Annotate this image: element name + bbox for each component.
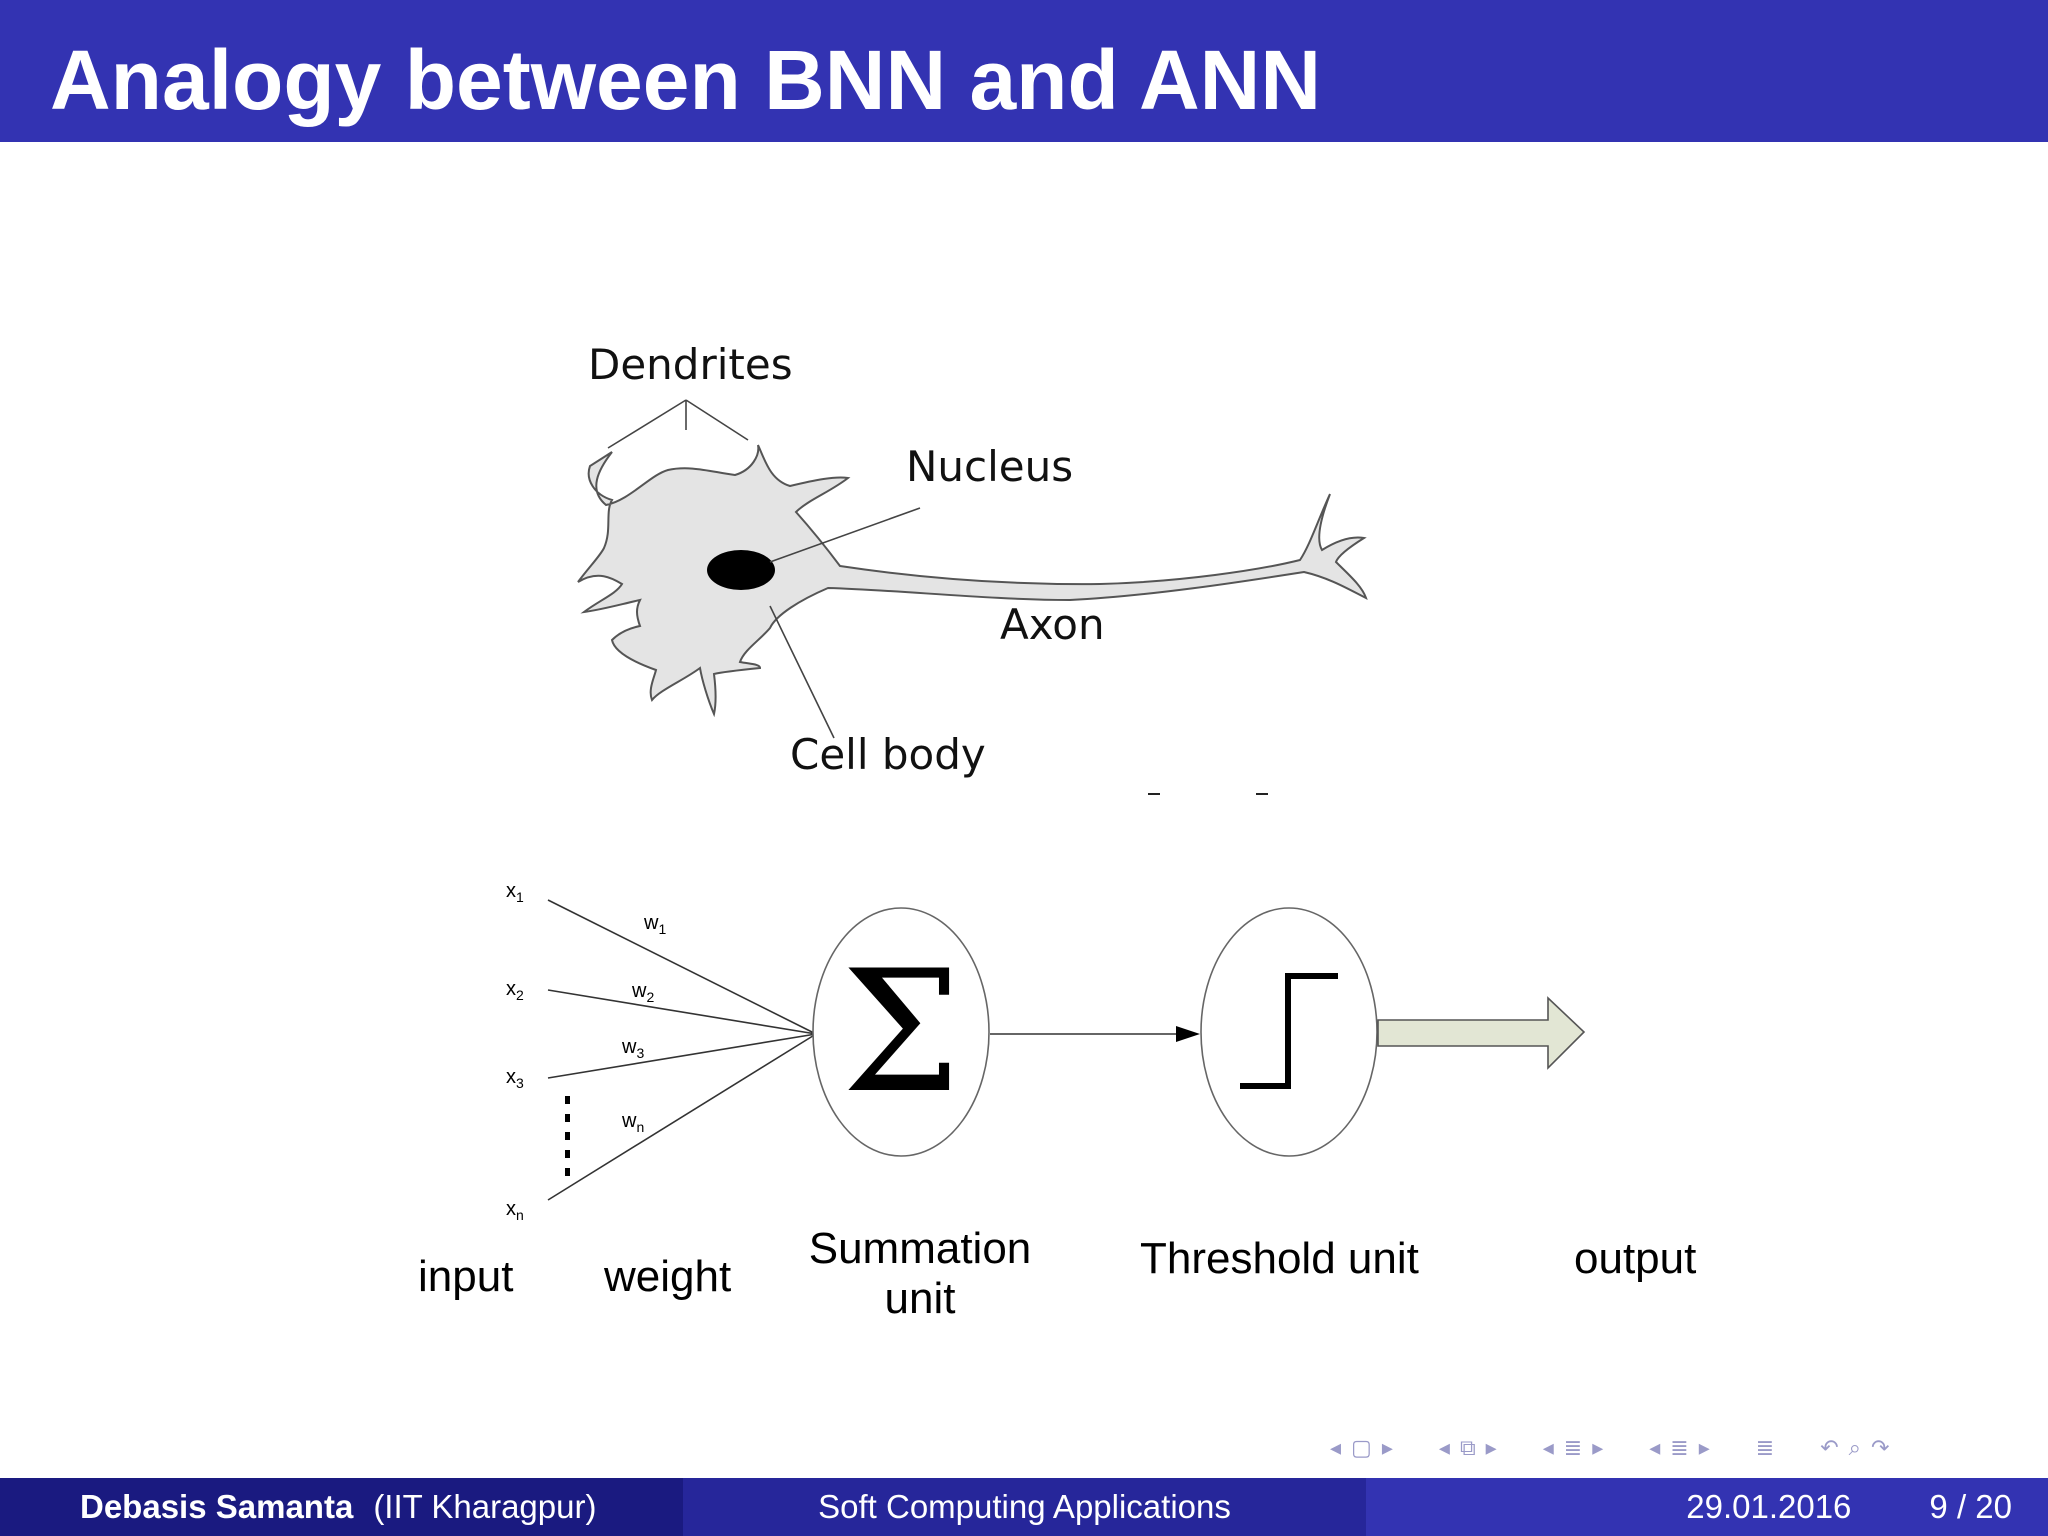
summation-caption-line1: Summation [808, 1224, 1032, 1273]
nav-prev-slide-icon[interactable]: ◂ [1438, 1435, 1450, 1460]
dendrites-pointer [607, 399, 749, 449]
nav-next-frame-icon[interactable]: ▸ [1381, 1435, 1393, 1460]
nav-next-subsection-icon[interactable]: ▸ [1592, 1435, 1604, 1460]
step-function-icon [1240, 973, 1338, 1089]
nucleus-pointer [769, 507, 921, 563]
footer-course: Soft Computing Applications [818, 1488, 1231, 1525]
sigma-symbol: Σ [842, 934, 961, 1130]
footer-date: 29.01.2016 [1686, 1488, 1852, 1525]
nucleus-shape [707, 550, 775, 590]
neuron-illustration [577, 444, 1368, 718]
nav-search-icon[interactable]: ⌕ [1848, 1435, 1861, 1460]
nav-subsection-icon[interactable]: ≣ [1563, 1435, 1583, 1460]
output-caption: output [1574, 1234, 1697, 1283]
footer-affiliation: (IIT Kharagpur) [373, 1488, 597, 1525]
dotted-separator [565, 1096, 570, 1176]
nav-slide-icon[interactable]: ⧉ [1459, 1435, 1476, 1460]
nav-prev-subsection-icon[interactable]: ◂ [1542, 1435, 1554, 1460]
summation-caption: Summation unit [790, 1224, 1050, 1324]
weight-caption: weight [604, 1252, 732, 1301]
title-bar: Analogy between BNN and ANN [0, 0, 2048, 142]
summation-ellipse [812, 907, 990, 1157]
output-arrow-icon [1377, 996, 1586, 1070]
nav-frame-icon[interactable]: ▢ [1351, 1435, 1372, 1460]
nucleus-label: Nucleus [906, 442, 1074, 491]
nav-section-icon[interactable]: ≣ [1670, 1435, 1689, 1460]
axon-label: Axon [1000, 600, 1105, 649]
cell-body-pointer [769, 605, 835, 739]
threshold-caption: Threshold unit [1140, 1234, 1419, 1283]
input-x3-label: x3 [506, 1066, 524, 1091]
input-lines [547, 899, 817, 1201]
navigation-bar: ◂ ▢ ▸ ◂ ⧉ ▸ ◂ ≣ ▸ ◂ ≣ ▸ ≣ ↶ ⌕ ↷ [1330, 1432, 2030, 1464]
footer-date-section: 29.01.2016 9 / 20 [1366, 1478, 2048, 1536]
footer: Debasis Samanta (IIT Kharagpur) Soft Com… [0, 1478, 2048, 1536]
sum-to-threshold-arrowhead [1176, 1026, 1200, 1042]
nav-back-icon[interactable]: ↶ [1820, 1435, 1839, 1460]
input-x2-label: x2 [506, 978, 524, 1003]
nav-forward-icon[interactable]: ↷ [1870, 1435, 1890, 1460]
footer-author: Debasis Samanta [80, 1488, 354, 1525]
weight-w2-label: w2 [632, 980, 655, 1005]
weight-w1-label: w1 [644, 912, 667, 937]
nav-document-icon[interactable]: ≣ [1755, 1435, 1775, 1460]
cell-body-label: Cell body [790, 730, 986, 779]
nav-prev-frame-icon[interactable]: ◂ [1330, 1435, 1342, 1460]
weight-w3-label: w3 [622, 1036, 645, 1061]
footer-course-section: Soft Computing Applications [683, 1478, 1366, 1536]
nav-next-section-icon[interactable]: ▸ [1698, 1435, 1710, 1460]
weight-wn-label: wn [622, 1110, 645, 1135]
nav-prev-section-icon[interactable]: ◂ [1649, 1435, 1661, 1460]
input-caption: input [418, 1252, 514, 1301]
footer-author-section: Debasis Samanta (IIT Kharagpur) [0, 1478, 683, 1536]
slide-title: Analogy between BNN and ANN [50, 33, 1321, 127]
input-x1-label: x1 [506, 880, 524, 905]
input-xn-label: xn [506, 1198, 524, 1223]
nav-next-slide-icon[interactable]: ▸ [1485, 1435, 1497, 1460]
dendrites-label: Dendrites [588, 340, 793, 389]
summation-caption-line2: unit [884, 1274, 956, 1323]
footer-page-number: 9 / 20 [1929, 1488, 2012, 1525]
